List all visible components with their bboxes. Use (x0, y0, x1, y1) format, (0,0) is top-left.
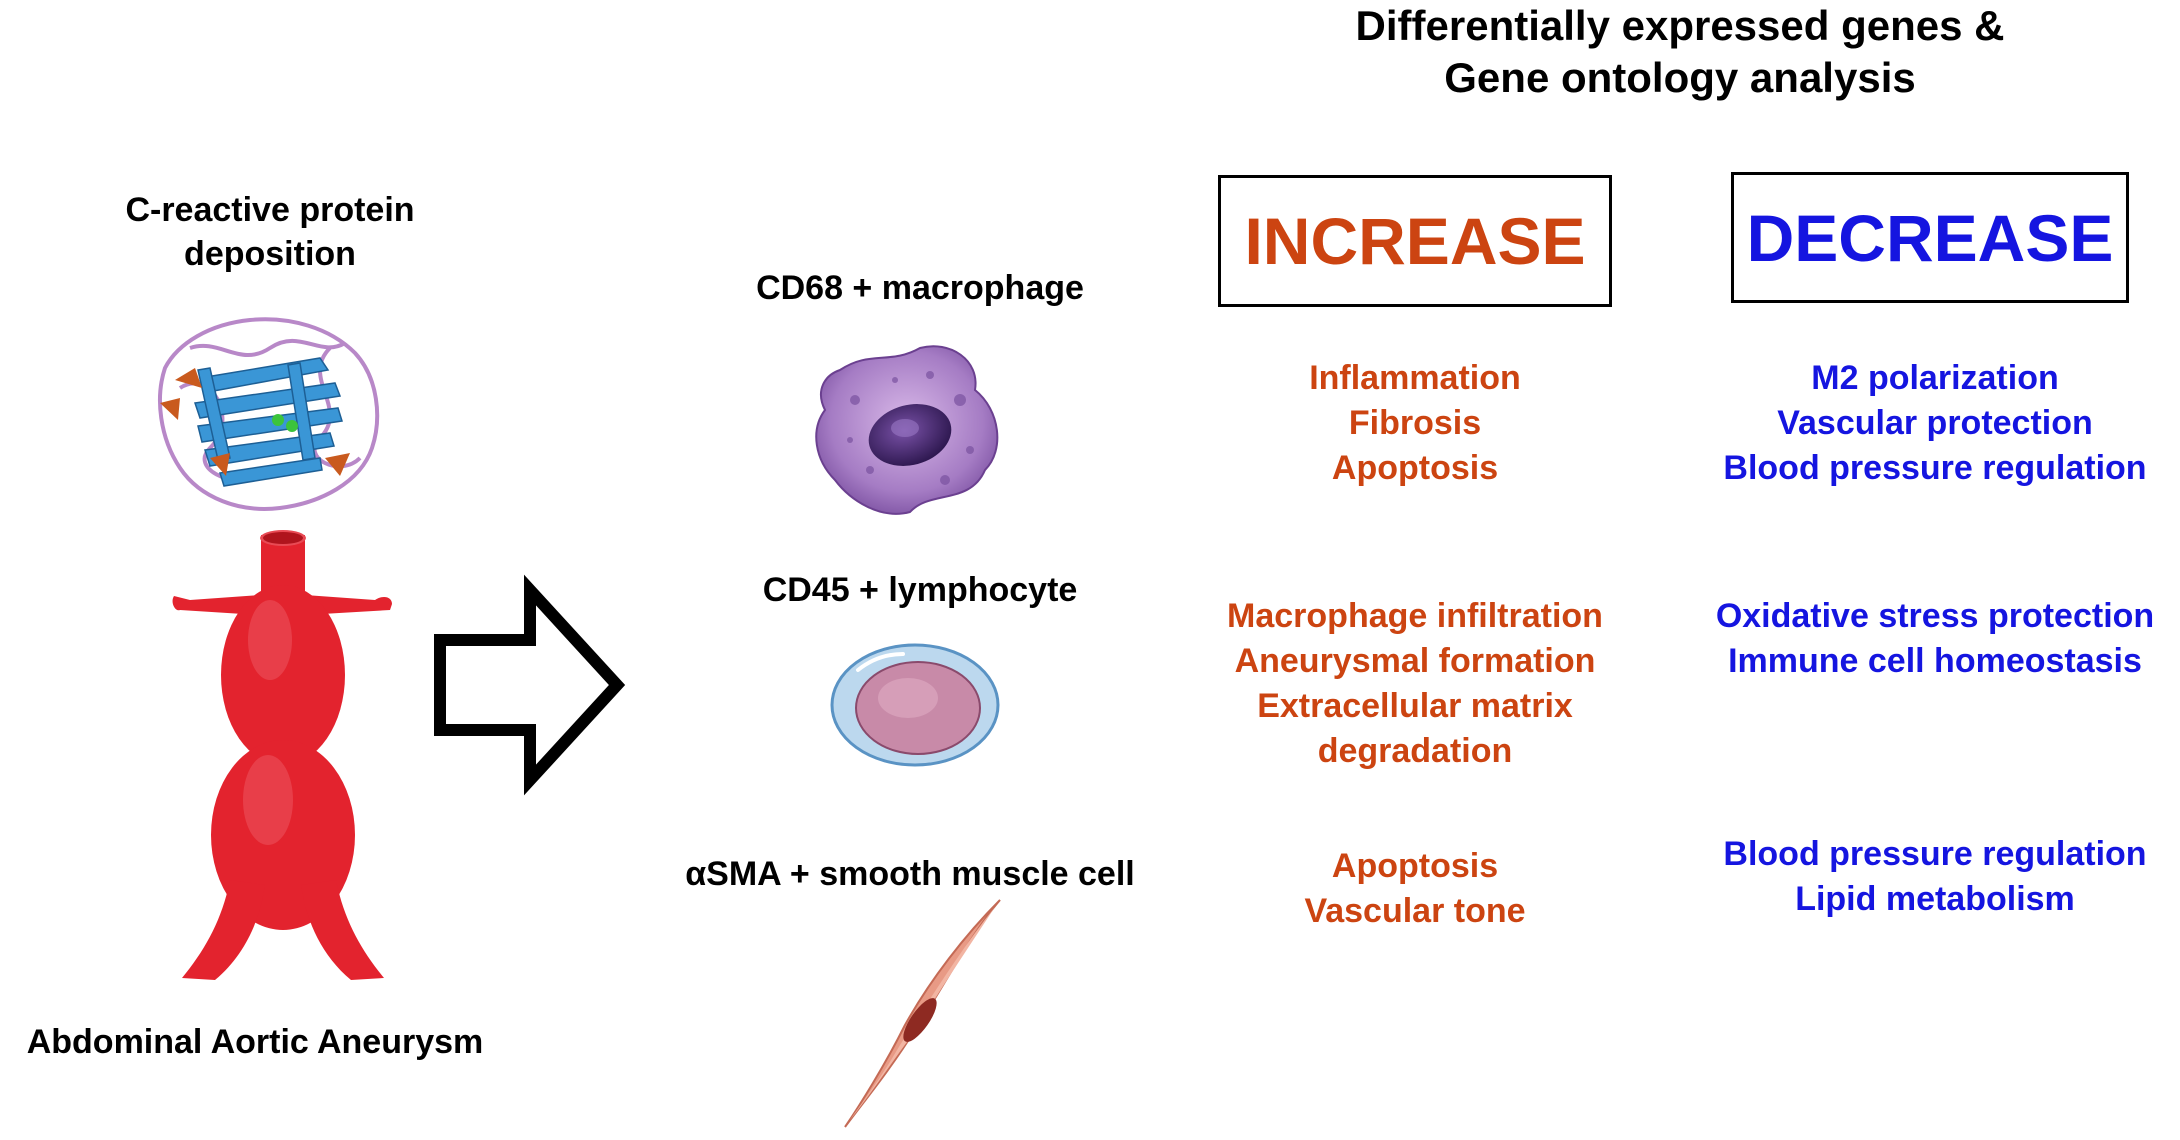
decrease-box: DECREASE (1731, 172, 2129, 303)
aorta-aneurysm-image (172, 530, 392, 980)
list-item: Vascular tone (1304, 892, 1526, 930)
list-item: Immune cell homeostasis (1728, 642, 2142, 680)
list-item: Vascular protection (1777, 404, 2093, 442)
list-item: M2 polarization (1811, 359, 2059, 397)
crp-label-line1: C-reactive protein (125, 191, 415, 229)
list-item: Apoptosis (1331, 847, 1499, 885)
list-item: degradation (1317, 732, 1513, 770)
smooth-muscle-label: αSMA + smooth muscle cell (685, 855, 1135, 893)
increase-list-lymphocyte: Macrophage infiltration Aneurysmal forma… (1180, 594, 1650, 774)
increase-list-smooth-muscle: Apoptosis Vascular tone (1200, 844, 1630, 934)
macrophage-label: CD68 + macrophage (756, 269, 1084, 307)
list-item: Aneurysmal formation (1234, 642, 1596, 680)
lymphocyte-label: CD45 + lymphocyte (762, 571, 1078, 609)
header-title: Differentially expressed genes & Gene on… (1200, 0, 2160, 104)
list-item: Extracellular matrix (1257, 687, 1573, 725)
header-title-line1: Differentially expressed genes & (1355, 2, 2005, 49)
crp-protein-structure-image (150, 308, 385, 518)
right-arrow-icon (434, 574, 626, 796)
list-item: Macrophage infiltration (1227, 597, 1603, 635)
list-item: Inflammation (1309, 359, 1521, 397)
crp-label-line2: deposition (184, 235, 356, 273)
increase-list-macrophage: Inflammation Fibrosis Apoptosis (1200, 356, 1630, 491)
increase-box: INCREASE (1218, 175, 1612, 307)
decrease-list-lymphocyte: Oxidative stress protection Immune cell … (1690, 594, 2180, 684)
aaa-label: Abdominal Aortic Aneurysm (26, 1023, 484, 1061)
list-item: Oxidative stress protection (1715, 597, 2155, 635)
smooth-muscle-cell-image (844, 899, 1001, 1128)
list-item: Blood pressure regulation (1723, 835, 2147, 873)
list-item: Apoptosis (1331, 449, 1499, 487)
decrease-list-smooth-muscle: Blood pressure regulation Lipid metaboli… (1690, 832, 2180, 922)
header-title-line2: Gene ontology analysis (1444, 54, 1916, 101)
decrease-list-macrophage: M2 polarization Vascular protection Bloo… (1690, 356, 2180, 491)
list-item: Blood pressure regulation (1723, 449, 2147, 487)
crp-label: C-reactive protein deposition (60, 188, 480, 276)
macrophage-cell-image (815, 345, 999, 515)
list-item: Lipid metabolism (1795, 880, 2075, 918)
lymphocyte-cell-image (830, 643, 1000, 767)
list-item: Fibrosis (1348, 404, 1482, 442)
